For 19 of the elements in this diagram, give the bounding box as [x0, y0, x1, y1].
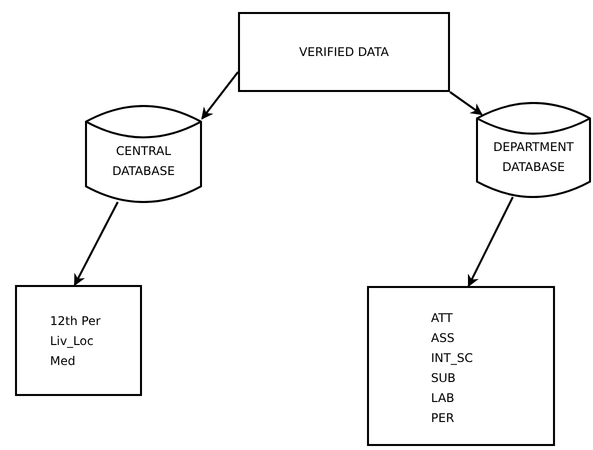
field-name: ATT [431, 310, 453, 327]
field-name: Liv_Loc [50, 332, 94, 350]
node-label: CENTRAL DATABASE [111, 143, 176, 180]
node-label: DEPARTMENT DATABASE [492, 139, 575, 176]
field-name: 12th Per [50, 312, 101, 330]
arrow [201, 71, 239, 120]
field-name: Med [50, 352, 76, 370]
arrow [74, 202, 119, 286]
field-name: INT_SC [431, 350, 473, 367]
field-name: PER [431, 410, 454, 427]
process-box [15, 285, 142, 396]
arrow [468, 196, 514, 288]
process-box [367, 286, 555, 446]
field-name: LAB [431, 390, 454, 407]
node-label: VERIFIED DATA [299, 44, 389, 61]
field-name: SUB [431, 370, 456, 387]
arrow [449, 91, 483, 116]
field-name: ASS [431, 330, 454, 347]
process-box [238, 12, 450, 92]
